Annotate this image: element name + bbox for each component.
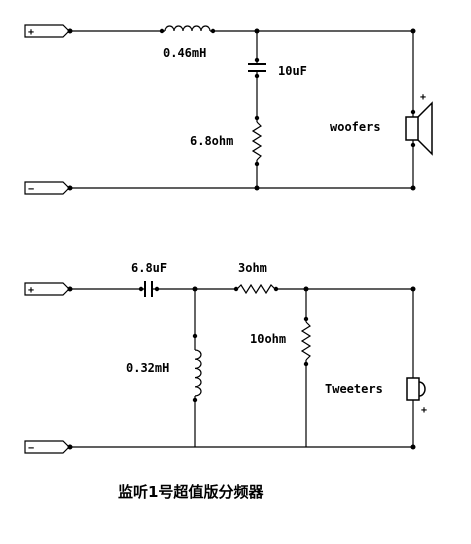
woofer-inductor: [164, 25, 211, 32]
svg-text:+: +: [420, 92, 426, 103]
woofer-speaker-label: woofers: [330, 120, 381, 134]
tweeter-circuit: + − 6.8uF 3ohm 0.32mH 10ohm: [24, 261, 427, 454]
woofer-resistor-label: 6.8ohm: [190, 134, 233, 148]
woofer-plus-terminal: +: [24, 24, 70, 38]
svg-text:+: +: [421, 405, 427, 416]
tweeter-capacitor: [144, 281, 153, 297]
tweeter-speaker-label: Tweeters: [325, 382, 383, 396]
caption: 监听1号超值版分频器: [118, 483, 264, 501]
woofer-speaker-icon: +: [405, 92, 433, 156]
woofer-circuit: + − 0.46mH 10uF 6.8ohm +: [24, 24, 433, 195]
woofer-resistor: [251, 121, 263, 161]
woofer-junctions: [67, 28, 416, 191]
tweeter-shunt-resistor: [300, 321, 312, 361]
tweeter-series-resistor-label: 3ohm: [238, 261, 267, 275]
woofer-capacitor: [248, 63, 266, 72]
woofer-inductor-label: 0.46mH: [163, 46, 206, 60]
svg-text:−: −: [28, 443, 34, 454]
tweeter-inductor-label: 0.32mH: [126, 361, 169, 375]
woofer-minus-terminal: −: [24, 181, 70, 195]
tweeter-inductor: [194, 349, 202, 397]
woofer-capacitor-label: 10uF: [278, 64, 307, 78]
svg-text:+: +: [28, 27, 34, 38]
svg-text:−: −: [28, 184, 34, 195]
tweeter-minus-terminal: −: [24, 440, 70, 454]
tweeter-shunt-resistor-label: 10ohm: [250, 332, 286, 346]
tweeter-speaker-icon: +: [406, 377, 427, 416]
tweeter-capacitor-label: 6.8uF: [131, 261, 167, 275]
tweeter-plus-terminal: +: [24, 282, 70, 296]
tweeter-junctions: [67, 286, 416, 450]
svg-text:+: +: [28, 285, 34, 296]
tweeter-series-resistor: [236, 283, 276, 295]
